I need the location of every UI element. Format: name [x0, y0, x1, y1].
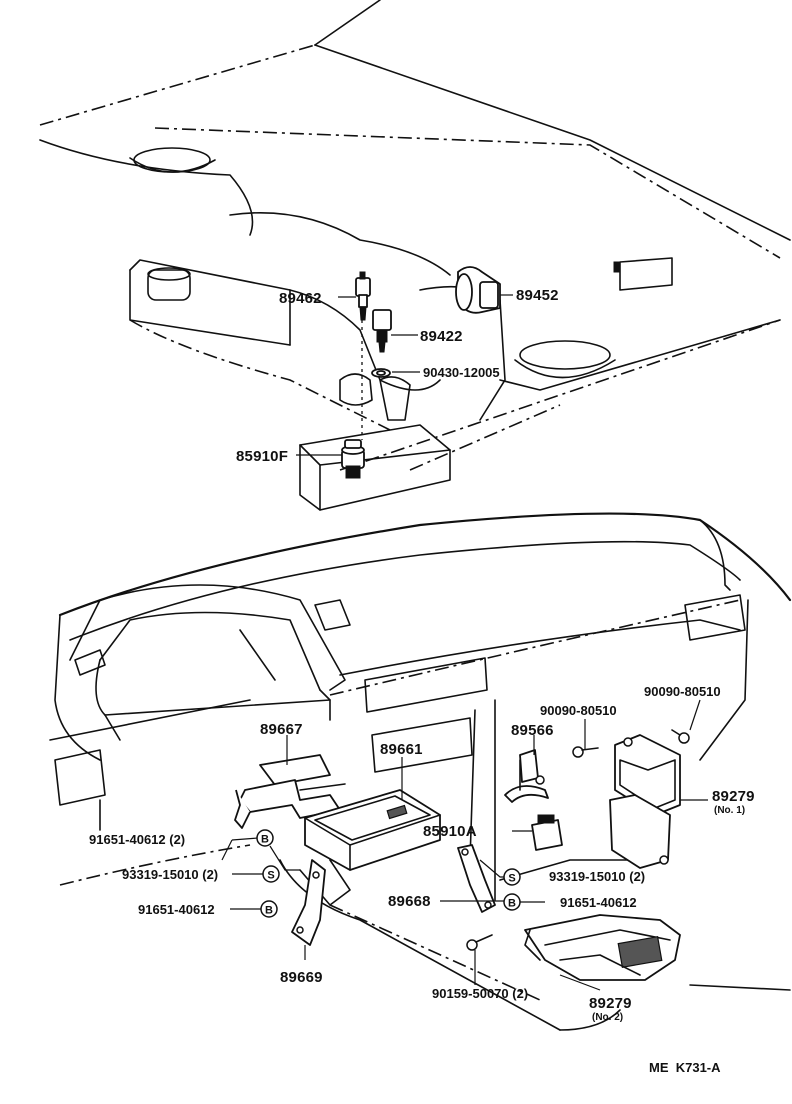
label-89279-no2-sub: (No. 2) — [592, 1012, 623, 1023]
bracket-89669 — [291, 859, 326, 946]
label-89661: 89661 — [380, 741, 423, 758]
washer-90430 — [371, 368, 391, 378]
dash-leaders — [221, 699, 708, 991]
svg-text:B: B — [261, 834, 269, 846]
figure-code: ME K731-A — [649, 1060, 721, 1075]
label-93319-15010-2-left: 93319-15010 (2) — [122, 867, 218, 882]
screw-90090-b — [671, 729, 690, 744]
svg-text:B: B — [265, 905, 273, 917]
label-93319-15010-2-right: 93319-15010 (2) — [549, 869, 645, 884]
bracket-89668 — [457, 844, 496, 913]
label-85910A: 85910A — [423, 823, 477, 840]
screw-90159 — [466, 934, 493, 951]
label-91651-40612-right: 91651-40612 — [560, 895, 637, 910]
label-89452: 89452 — [516, 287, 559, 304]
sensor-85910A — [531, 814, 563, 851]
ecu-89279-no1 — [609, 734, 681, 869]
engine-leaders — [296, 294, 513, 456]
ecu-89661 — [299, 789, 441, 906]
svg-text:B: B — [508, 898, 516, 910]
relay-89566 — [504, 749, 549, 803]
ecu-89279-no2 — [524, 914, 681, 981]
label-85910F: 85910F — [236, 448, 288, 465]
bolt-marker-icon: B — [256, 829, 274, 847]
sensor-89462 — [355, 271, 371, 321]
label-89422: 89422 — [420, 328, 463, 345]
label-89667: 89667 — [260, 721, 303, 738]
engine-bay-outline — [39, 0, 791, 511]
sensor-85910F — [341, 439, 365, 479]
label-90090-80510-b: 90090-80510 — [644, 684, 721, 699]
label-89462: 89462 — [279, 290, 322, 307]
label-90090-80510-a: 90090-80510 — [540, 703, 617, 718]
sensor-89422 — [372, 309, 392, 353]
label-91651-40612-left: 91651-40612 — [138, 902, 215, 917]
label-89669: 89669 — [280, 969, 323, 986]
label-89279-no1-sub: (No. 1) — [714, 805, 745, 816]
svg-text:S: S — [267, 870, 274, 882]
screw-marker-icon: S — [262, 865, 280, 883]
label-89668: 89668 — [388, 893, 431, 910]
svg-text:S: S — [508, 873, 515, 885]
label-90430-12005: 90430-12005 — [423, 365, 500, 380]
screw-marker-icon: S — [503, 868, 521, 886]
label-91651-40612-2: 91651-40612 (2) — [89, 832, 185, 847]
bolt-marker-icon: B — [260, 900, 278, 918]
label-89566: 89566 — [511, 722, 554, 739]
bolt-marker-icon: B — [503, 893, 521, 911]
label-90159-50070-2: 90159-50070 (2) — [432, 986, 528, 1001]
sensor-89452 — [455, 266, 501, 314]
label-89279-no2: 89279 — [589, 995, 632, 1012]
label-89279-no1: 89279 — [712, 788, 755, 805]
